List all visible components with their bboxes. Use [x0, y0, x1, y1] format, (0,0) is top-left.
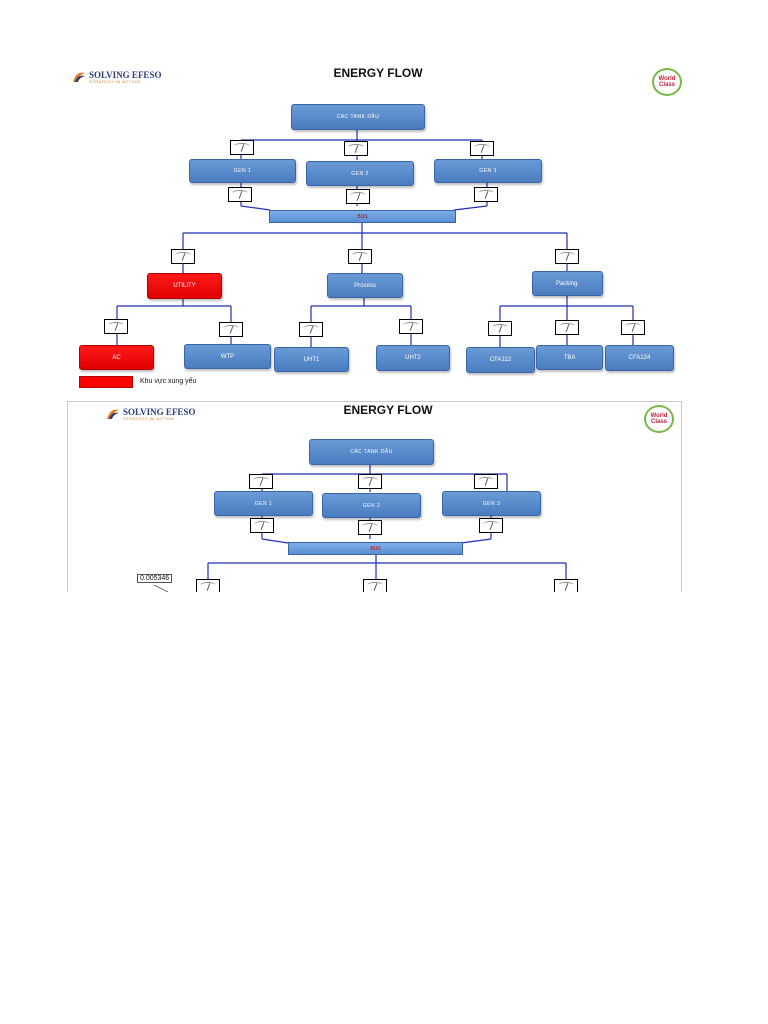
node-load-cfa112: CFA112 [466, 347, 535, 373]
solving-efeso-logo: SOLVING EFESO STRATEGY IN ACTION [106, 407, 195, 421]
node-gen-2: GEN 2 [322, 493, 421, 518]
world-class-badge: World Class [644, 405, 674, 433]
meter-icon [228, 187, 252, 202]
logo-name: SOLVING EFESO [89, 69, 162, 80]
node-bus: BUS [269, 210, 456, 223]
meter-icon [474, 187, 498, 202]
meter-icon [488, 321, 512, 336]
node-load-ac: AC [79, 345, 154, 370]
meter-icon [249, 474, 273, 489]
meter-icon [555, 320, 579, 335]
efeso-swoosh-icon [107, 409, 119, 419]
node-source-tanks: CÁC TANK DẦU [291, 104, 425, 130]
diagram-title: ENERGY FLOW [343, 403, 433, 417]
energy-flow-diagram-2: SOLVING EFESO STRATEGY IN ACTION ENERGY … [67, 401, 682, 592]
node-area-packing: Packing. [532, 271, 603, 296]
meter-icon [399, 319, 423, 334]
node-load-wtp: WTP [184, 344, 271, 369]
legend-critical-swatch [79, 376, 133, 388]
logo-tagline: STRATEGY IN ACTION [89, 78, 141, 84]
meter-icon [555, 249, 579, 264]
meter-icon [358, 520, 382, 535]
node-load-cfa124: CFA124 [605, 345, 674, 371]
meter-icon [621, 320, 645, 335]
meter-icon [358, 474, 382, 489]
meter-icon [104, 319, 128, 334]
efeso-swoosh-icon [73, 72, 85, 82]
diagram-1-connectors [116, 128, 634, 347]
node-load-uht1: UHT1 [274, 347, 349, 372]
node-gen-2: GEN 2 [306, 161, 414, 186]
badge-line-1: World [650, 413, 668, 419]
meter-icon [344, 141, 368, 156]
node-bus: BUS [288, 542, 463, 555]
node-area-process: Process [327, 273, 403, 298]
solving-efeso-logo: SOLVING EFESO STRATEGY IN ACTION [72, 70, 161, 84]
meter-icon [474, 474, 498, 489]
node-gen-3: GEN 3 [442, 491, 541, 516]
meter-icon [219, 322, 243, 337]
value-callout: 0.005346 [137, 574, 173, 583]
node-gen-1: GEN 1 [189, 159, 296, 183]
badge-line-2: Class [650, 419, 667, 425]
meter-icon [346, 189, 370, 204]
node-load-tba: TBA [536, 345, 603, 370]
meter-icon [171, 249, 195, 264]
logo-tagline: STRATEGY IN ACTION [123, 415, 175, 421]
meter-icon [196, 579, 220, 592]
badge-line-2: Class [658, 82, 675, 88]
meter-icon [230, 140, 254, 155]
node-area-utility: UTILITY [147, 273, 222, 299]
diagram-title: ENERGY FLOW [333, 66, 423, 80]
node-source-tanks: CÁC TANK DẦU [309, 439, 434, 465]
node-load-uht2: UHT2 [376, 345, 450, 371]
logo-name: SOLVING EFESO [123, 406, 196, 417]
world-class-badge: World Class [652, 68, 682, 96]
meter-icon [363, 579, 387, 592]
meter-icon [554, 579, 578, 592]
meter-icon [250, 518, 274, 533]
badge-line-1: World [658, 76, 676, 82]
meter-icon [470, 141, 494, 156]
meter-icon [299, 322, 323, 337]
meter-icon [348, 249, 372, 264]
node-gen-1: GEN 1 [214, 491, 313, 516]
node-gen-3: GEN 3 [434, 159, 542, 183]
meter-icon [479, 518, 503, 533]
legend-critical-label: Khu vực xung yếu [140, 378, 197, 385]
